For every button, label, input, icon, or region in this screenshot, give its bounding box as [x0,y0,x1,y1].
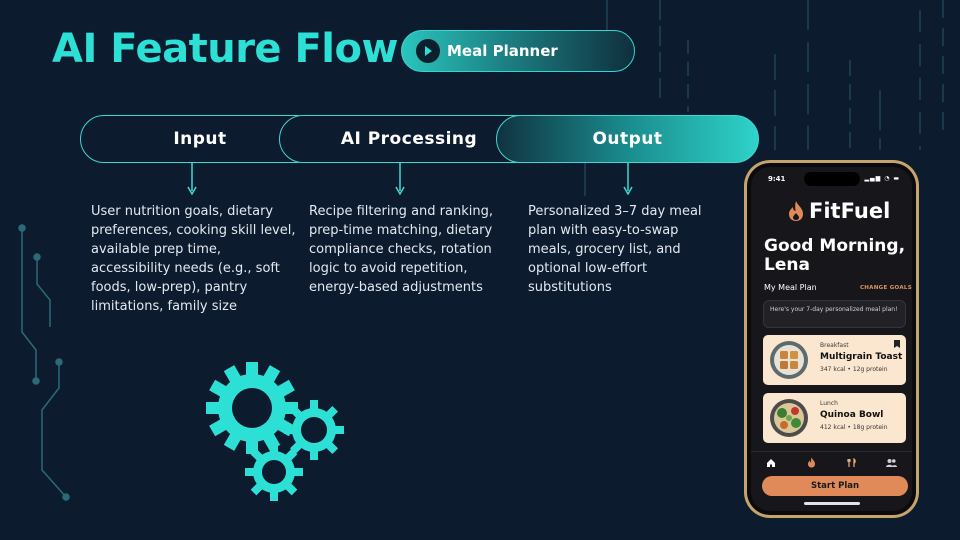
meal-stats: 412 kcal • 18g protein [820,424,888,431]
home-indicator [803,502,860,505]
flow-step-label: Input [173,129,227,149]
meal-stats: 347 kcal • 12g protein [820,366,888,373]
badge-label: Meal Planner [447,42,558,60]
arrow-down-icon [623,163,633,195]
ai-processing-description: Recipe filtering and ranking, prep-time … [309,204,493,295]
change-goals-link[interactable]: CHANGE GOALS [859,284,912,291]
start-plan-button[interactable]: Start Plan [762,476,908,496]
greeting: Good Morning, Lena [764,236,906,275]
flame-icon[interactable] [804,456,818,470]
flow-step-output: Output [496,115,759,163]
status-bar: 9:41 ▂▄▆ ◔ ▬ [751,167,912,189]
phone-bezel: 9:41 ▂▄▆ ◔ ▬ FitFuel Good Morning, Lena … [747,163,916,515]
bottom-nav [751,451,912,473]
phone-mockup: 9:41 ▂▄▆ ◔ ▬ FitFuel Good Morning, Lena … [744,160,919,518]
arrow-down-icon [395,163,405,195]
bookmark-icon[interactable] [894,340,900,348]
plan-header: My Meal Plan CHANGE GOALS [764,283,912,292]
dynamic-island [803,172,860,186]
flame-logo-icon [789,201,803,221]
app-screen: 9:41 ▂▄▆ ◔ ▬ FitFuel Good Morning, Lena … [751,167,912,511]
signal-wifi-battery-icon: ▂▄▆ ◔ ▬ [864,175,900,182]
home-icon[interactable] [764,456,778,470]
toast-image [770,341,808,379]
gears-icon [206,362,344,501]
section-label: My Meal Plan [764,283,817,292]
app-name: FitFuel [809,199,891,223]
assistant-message: Here's your 7-day personalized meal plan… [763,300,906,328]
meal-name: Quinoa Bowl [820,410,884,420]
meal-card-lunch[interactable]: Lunch Quinoa Bowl 412 kcal • 18g protein [763,393,906,443]
flow-step-label: Output [592,129,663,149]
feature-badge: Meal Planner [401,30,635,72]
flow-step-label: AI Processing [340,129,478,149]
flow-step-ai-processing: AI Processing [279,115,539,163]
meal-card-breakfast[interactable]: Breakfast Multigrain Toast 347 kcal • 12… [763,335,906,385]
people-icon[interactable] [885,456,899,470]
page-title: AI Feature Flow [52,26,398,72]
meal-type: Breakfast [820,342,849,349]
meal-name: Multigrain Toast [820,352,903,362]
input-description: User nutrition goals, dietary preference… [91,204,296,314]
play-circle-icon [416,39,440,63]
quinoa-bowl-image [770,399,808,437]
utensils-icon[interactable] [845,456,859,470]
app-brand: FitFuel [787,199,890,223]
arrow-down-icon [187,163,197,195]
status-time: 9:41 [768,175,786,183]
flow-step-input: Input [80,115,320,163]
meal-type: Lunch [820,400,838,407]
output-description: Personalized 3–7 day meal plan with easy… [528,204,702,295]
